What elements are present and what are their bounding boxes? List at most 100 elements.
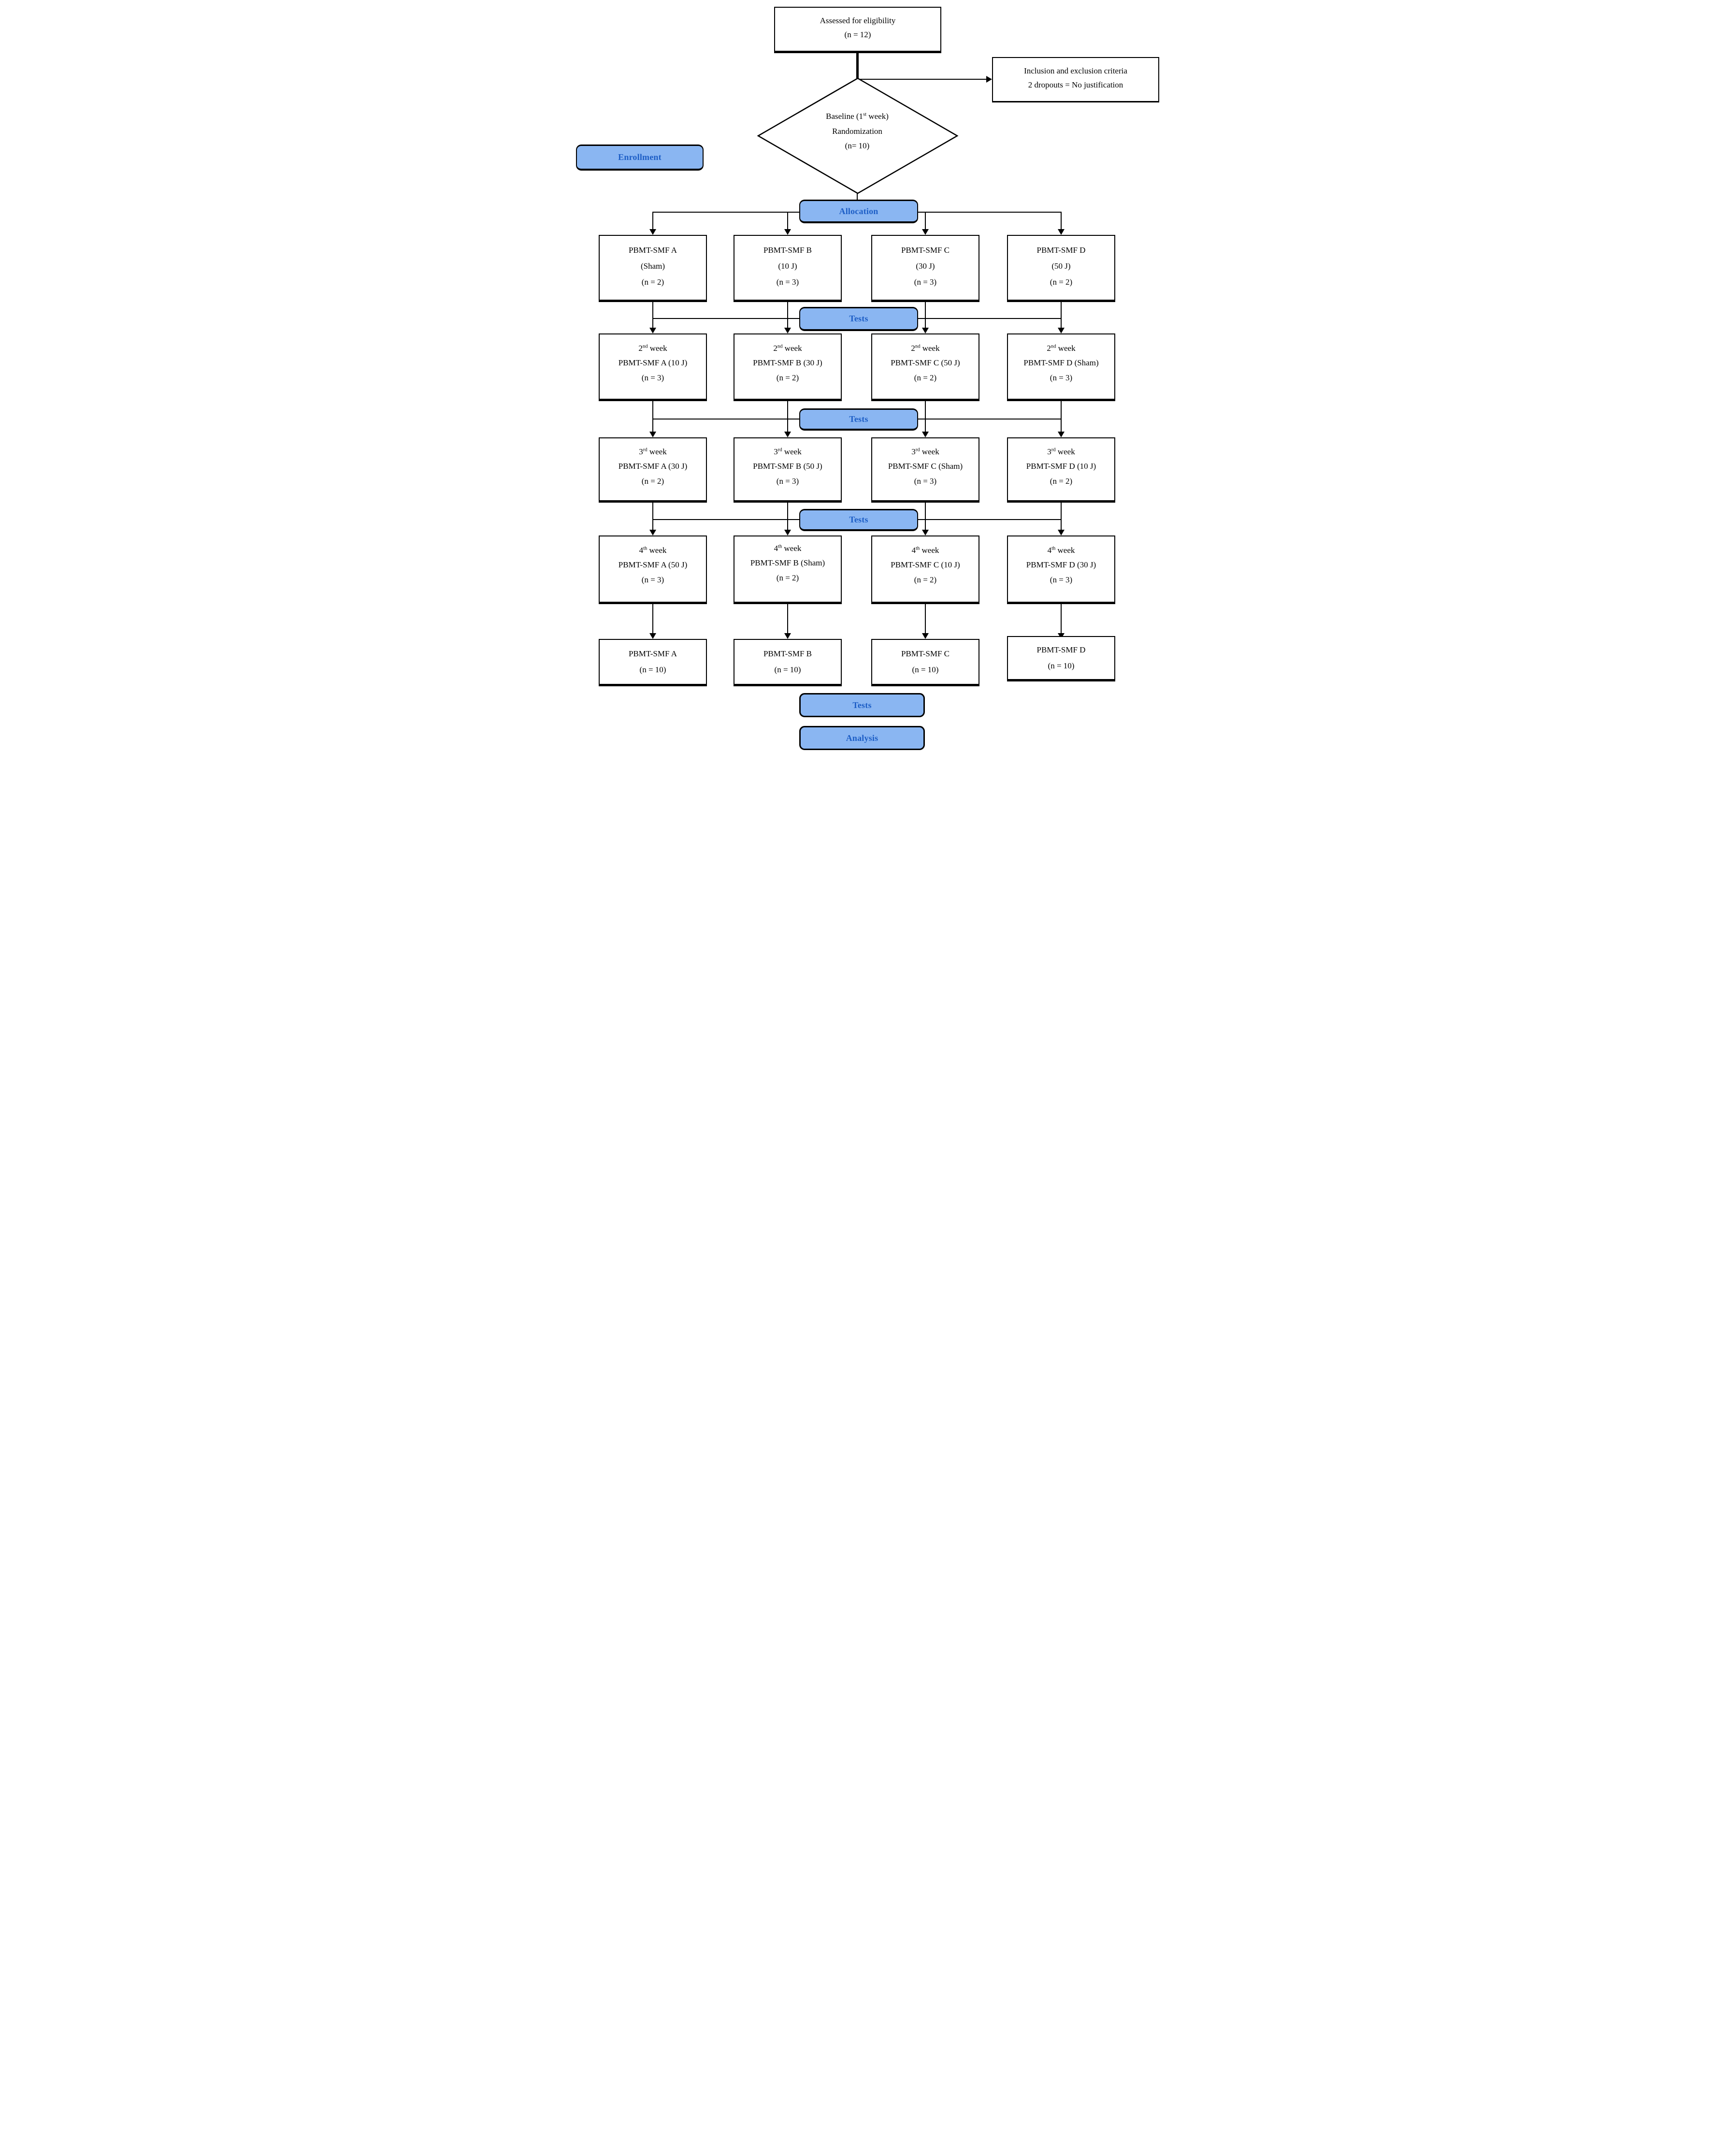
box-alloc-group-d: PBMT-SMF D (50 J) (n = 2) (1007, 235, 1115, 302)
text-fragment: week (920, 447, 939, 456)
connector-diamond-to-allocation (857, 191, 858, 200)
flow-line (652, 213, 653, 230)
arrowhead-down (1058, 328, 1065, 333)
box-text-line: 3rd week (872, 445, 979, 459)
text-fragment-sup: rd (643, 447, 648, 453)
box-text-line: (n = 3) (914, 476, 937, 486)
box-text-line: (n = 2) (1050, 277, 1073, 287)
pill-label: Enrollment (618, 152, 662, 162)
arrowhead-down (784, 530, 791, 535)
text-fragment-sup: nd (777, 344, 783, 349)
box-text-line: 2nd week (600, 341, 706, 356)
flow-line (925, 302, 926, 329)
pill-label: Tests (852, 700, 872, 710)
box-text-line: PBMT-SMF B (30 J) (753, 358, 822, 368)
box-final-group-a: PBMT-SMF A (n = 10) (599, 639, 707, 686)
text-fragment-sup: th (643, 546, 648, 551)
box-week3-group-b: 3rd week PBMT-SMF B (50 J) (n = 3) (734, 437, 842, 503)
flow-line (925, 401, 926, 433)
arrowhead-down (922, 530, 929, 535)
arrowhead-down (649, 432, 656, 437)
box-week2-group-b: 2nd week PBMT-SMF B (30 J) (n = 2) (734, 333, 842, 401)
box-alloc-group-a: PBMT-SMF A (Sham) (n = 2) (599, 235, 707, 302)
flow-line (787, 604, 788, 634)
box-week2-group-c: 2nd week PBMT-SMF C (50 J) (n = 2) (871, 333, 979, 401)
box-text-line: PBMT-SMF C (10 J) (891, 560, 960, 570)
connector-assessed-to-diamond (856, 53, 859, 79)
box-text-line: (n = 2) (776, 573, 799, 582)
box-text-line: PBMT-SMF A (30 J) (618, 462, 688, 471)
text-fragment-sup: rd (777, 447, 782, 453)
box-text-line: (n = 2) (914, 575, 937, 584)
box-text-line: PBMT-SMF D (1036, 645, 1086, 654)
text-fragment: Baseline (1 (826, 112, 864, 121)
flow-line (652, 401, 653, 433)
flow-line (787, 401, 788, 433)
box-text-line: PBMT-SMF C (901, 649, 950, 658)
text-fragment-sup: nd (642, 344, 648, 349)
box-week4-group-b: 4th week PBMT-SMF B (Sham) (n = 2) (734, 535, 842, 604)
flow-line (787, 213, 788, 230)
text-fragment: 3 (639, 447, 643, 456)
arrowhead-down (649, 229, 656, 235)
box-text-line: 3rd week (1008, 445, 1114, 459)
text-fragment-sup: nd (915, 344, 921, 349)
box-week3-group-c: 3rd week PBMT-SMF C (Sham) (n = 3) (871, 437, 979, 503)
arrowhead-down (1058, 530, 1065, 535)
flow-line (1061, 213, 1062, 230)
arrowhead-down (922, 633, 929, 639)
box-text-line: 2nd week (872, 341, 979, 356)
text-fragment: 3 (911, 447, 916, 456)
box-text-line: PBMT-SMF B (763, 246, 812, 255)
box-final-group-c: PBMT-SMF C (n = 10) (871, 639, 979, 686)
flow-line (1061, 503, 1062, 531)
pill-tests-bottom: Tests (799, 693, 925, 717)
text-fragment-sup: th (778, 544, 782, 550)
text-fragment: week (1056, 344, 1076, 353)
box-text-line: (n = 3) (641, 575, 664, 584)
text-fragment: week (648, 344, 667, 353)
text-fragment: week (782, 447, 802, 456)
box-exclusion-criteria: Inclusion and exclusion criteria 2 dropo… (992, 57, 1159, 102)
box-text-line: Randomization (832, 126, 882, 136)
text-fragment: week (920, 546, 939, 555)
flow-line (1061, 604, 1062, 634)
box-text-line: 3rd week (734, 445, 841, 459)
box-week4-group-c: 4th week PBMT-SMF C (10 J) (n = 2) (871, 535, 979, 604)
flow-line (787, 503, 788, 531)
box-text-line: 2nd week (1008, 341, 1114, 356)
arrowhead-exclusion (986, 76, 992, 83)
box-text-line: PBMT-SMF A (628, 246, 677, 255)
arrowhead-down (1058, 229, 1065, 235)
box-text-line: PBMT-SMF A (50 J) (618, 560, 688, 570)
pill-tests-1: Tests (799, 307, 918, 331)
box-alloc-group-b: PBMT-SMF B (10 J) (n = 3) (734, 235, 842, 302)
box-text-line: (n = 3) (776, 476, 799, 486)
arrowhead-down (784, 328, 791, 333)
pill-tests-3: Tests (799, 509, 918, 531)
text-fragment: week) (866, 112, 889, 121)
box-week4-group-a: 4th week PBMT-SMF A (50 J) (n = 3) (599, 535, 707, 604)
text-fragment: week (1055, 546, 1075, 555)
box-text-line: (n = 10) (912, 665, 939, 675)
box-text-line: PBMT-SMF D (30 J) (1026, 560, 1096, 570)
box-assessed-eligibility: Assessed for eligibility (n = 12) (774, 7, 941, 53)
randomization-diamond (757, 77, 959, 194)
flow-line (1061, 302, 1062, 329)
flow-line (652, 604, 653, 634)
box-text-line: (n = 10) (1048, 661, 1075, 671)
text-fragment: 4 (639, 546, 644, 555)
arrowhead-down (1058, 432, 1065, 437)
pill-enrollment: Enrollment (576, 145, 704, 171)
arrowhead-down (922, 328, 929, 333)
box-text-line: (n= 10) (845, 141, 870, 151)
pill-allocation: Allocation (799, 200, 918, 223)
text-fragment: 2 (638, 344, 643, 353)
pill-label: Tests (849, 515, 868, 524)
text-fragment: week (782, 544, 802, 553)
box-text-line: 4th week (1008, 543, 1114, 558)
flow-line (652, 302, 653, 329)
box-text-line: (n = 3) (914, 277, 937, 287)
box-text-line: (n = 3) (1050, 373, 1073, 382)
box-text-line: 2 dropouts = No justification (1028, 80, 1123, 89)
